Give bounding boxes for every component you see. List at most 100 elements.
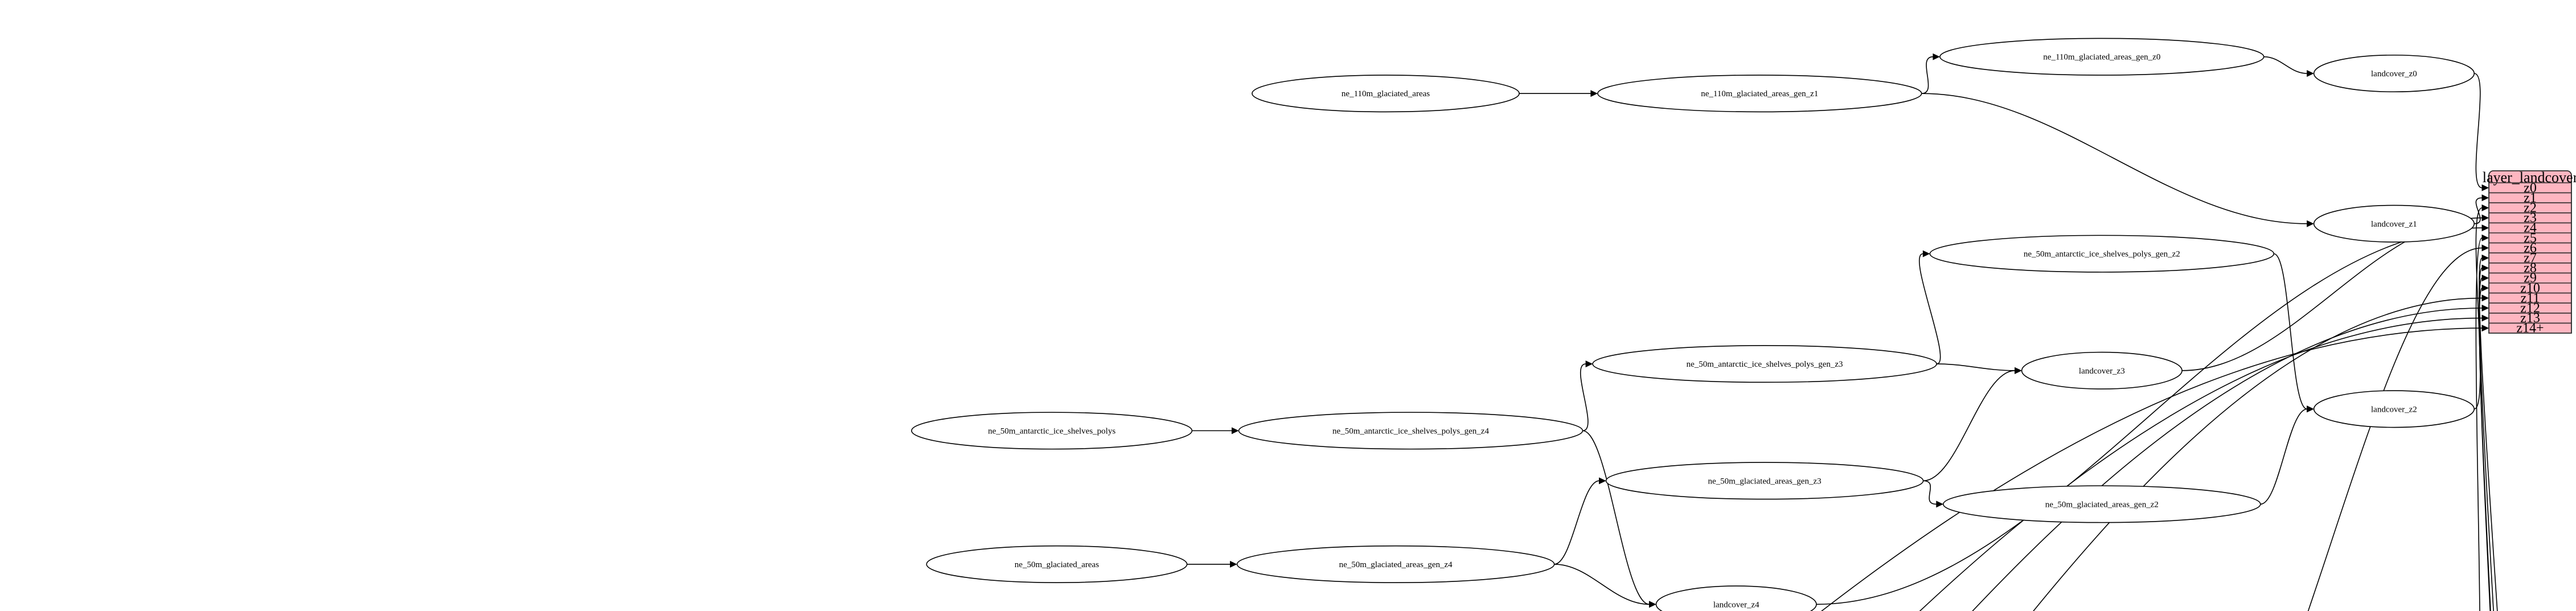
graph-node-ne_50m_glaciated_areas_gen_z2[interactable]: ne_50m_glaciated_areas_gen_z2: [1942, 485, 2261, 523]
node-label: landcover_z1: [2371, 220, 2417, 229]
node-ellipse: [2313, 390, 2475, 428]
graph-edge: [2475, 237, 2483, 611]
arrow-head-icon: [1936, 501, 1943, 508]
node-ellipse: [1597, 75, 1922, 113]
arrow-head-icon: [2481, 255, 2489, 261]
node-label: landcover_z0: [2371, 69, 2417, 79]
graph-edge: [1582, 430, 1650, 605]
graph-edge: [2307, 247, 2483, 611]
graph-node-ne_50m_antarctic_ice_shelves_polys_gen_z4[interactable]: ne_50m_antarctic_ice_shelves_polys_gen_z…: [1238, 412, 1584, 450]
record-row-z4[interactable]: z4: [2524, 221, 2537, 236]
arrow-head-icon: [2481, 184, 2489, 191]
node-label: ne_50m_glaciated_areas_gen_z3: [1708, 477, 1822, 486]
node-label: landcover_z2: [2371, 405, 2417, 414]
arrow-head-icon: [2481, 244, 2489, 252]
graph-edge: [2474, 73, 2483, 188]
record-row-z9[interactable]: z9: [2524, 271, 2537, 286]
graph-edge: [1919, 317, 2483, 611]
node-ellipse: [1929, 235, 2275, 273]
node-ellipse: [2313, 54, 2475, 93]
graph-edge: [2260, 408, 2307, 505]
arrow-head-icon: [2307, 405, 2314, 413]
arrow-head-icon: [2481, 314, 2489, 322]
graph-node-ne_110m_glaciated_areas_gen_z1[interactable]: ne_110m_glaciated_areas_gen_z1: [1597, 75, 1922, 113]
node-label: ne_110m_glaciated_areas_gen_z0: [2043, 53, 2160, 62]
node-label: landcover_z4: [1713, 600, 1759, 609]
node-label: ne_50m_glaciated_areas_gen_z2: [2045, 500, 2159, 509]
graph-node-ne_50m_glaciated_areas[interactable]: ne_50m_glaciated_areas: [926, 545, 1188, 583]
node-ellipse: [2021, 351, 2183, 389]
arrow-head-icon: [1232, 427, 1239, 434]
node-ellipse: [911, 412, 1193, 450]
graph-edge: [1972, 307, 2483, 611]
graph-edge: [1816, 227, 2483, 605]
graph-edge: [2274, 253, 2307, 410]
arrow-head-icon: [2481, 284, 2489, 292]
graph-edge: [1554, 480, 1599, 565]
node-ellipse: [1238, 412, 1584, 450]
graph-node-landcover_z3[interactable]: landcover_z3: [2021, 351, 2183, 389]
record-row-z3[interactable]: z3: [2524, 211, 2537, 225]
record-row-z2[interactable]: z2: [2524, 201, 2537, 216]
graph-node-ne_110m_glaciated_areas_gen_z0[interactable]: ne_110m_glaciated_areas_gen_z0: [1939, 38, 2265, 76]
arrow-head-icon: [2481, 264, 2489, 272]
arrow-head-icon: [2307, 220, 2314, 227]
arrow-head-icon: [2481, 224, 2489, 232]
graph-node-landcover_z0[interactable]: landcover_z0: [2313, 54, 2475, 93]
node-ellipse: [1655, 585, 1817, 611]
record-row-z8[interactable]: z8: [2524, 261, 2537, 276]
arrow-head-icon: [2481, 274, 2489, 282]
record-row-z6[interactable]: z6: [2524, 241, 2537, 256]
arrow-head-icon: [1230, 560, 1237, 568]
node-ellipse: [1939, 38, 2265, 76]
record-row-z5[interactable]: z5: [2524, 231, 2537, 245]
node-label: ne_50m_glaciated_areas: [1015, 560, 1099, 569]
graph-edge: [1554, 564, 1650, 605]
arrow-head-icon: [1648, 601, 1656, 608]
arrow-head-icon: [2481, 214, 2489, 222]
arrow-head-icon: [2481, 325, 2489, 332]
record-row-z14p[interactable]: z14+: [2516, 321, 2544, 336]
graph-node-landcover_z1[interactable]: landcover_z1: [2313, 204, 2475, 243]
node-ellipse: [926, 545, 1188, 583]
arrow-head-icon: [1933, 53, 1941, 60]
graph-edge: [1923, 480, 1937, 505]
nodes-layer: imposm3osm_landcover_polygonsimplify_vw_…: [911, 38, 2475, 611]
graph-node-ne_50m_antarctic_ice_shelves_polys_gen_z3[interactable]: ne_50m_antarctic_ice_shelves_polys_gen_z…: [1592, 345, 1937, 383]
arrow-head-icon: [1922, 250, 1930, 257]
record-row-z7[interactable]: z7: [2524, 251, 2537, 266]
graph-edge: [1821, 327, 2483, 611]
graph-node-ne_50m_glaciated_areas_gen_z3[interactable]: ne_50m_glaciated_areas_gen_z3: [1605, 462, 1924, 500]
node-ellipse: [1252, 75, 1520, 113]
graph-edge: [1580, 363, 1589, 432]
node-label: landcover_z3: [2079, 367, 2125, 376]
node-label: ne_110m_glaciated_areas: [1342, 89, 1430, 99]
graph-node-landcover_z4[interactable]: landcover_z4: [1655, 585, 1817, 611]
graph-edge: [2479, 267, 2494, 611]
arrow-head-icon: [1585, 360, 1593, 368]
node-ellipse: [1605, 462, 1924, 500]
node-label: ne_50m_glaciated_areas_gen_z4: [1339, 560, 1453, 569]
graph-edge: [2474, 197, 2483, 224]
node-label: ne_110m_glaciated_areas_gen_z1: [1701, 89, 1818, 99]
record-row-z0[interactable]: z0: [2524, 181, 2537, 195]
graph-node-ne_50m_antarctic_ice_shelves_polys[interactable]: ne_50m_antarctic_ice_shelves_polys: [911, 412, 1193, 450]
arrow-head-icon: [2481, 194, 2489, 202]
graph-node-ne_50m_antarctic_ice_shelves_polys_gen_z2[interactable]: ne_50m_antarctic_ice_shelves_polys_gen_z…: [1929, 235, 2275, 273]
node-label: ne_50m_antarctic_ice_shelves_polys_gen_z…: [1687, 360, 1843, 369]
arrow-head-icon: [2307, 70, 2314, 77]
graph-node-landcover_z2[interactable]: landcover_z2: [2313, 390, 2475, 428]
graph-node-ne_50m_glaciated_areas_gen_z4[interactable]: ne_50m_glaciated_areas_gen_z4: [1236, 545, 1555, 583]
graph-node-ne_110m_glaciated_areas[interactable]: ne_110m_glaciated_areas: [1252, 75, 1520, 113]
node-ellipse: [1592, 345, 1937, 383]
node-ellipse: [1236, 545, 1555, 583]
arrow-head-icon: [1590, 90, 1598, 97]
graph-edge: [1919, 253, 1941, 364]
node-ellipse: [1942, 485, 2261, 523]
record-node-layer-landcover[interactable]: layer_landcoverz0z1z2z3z4z5z6z7z8z9z10z1…: [2483, 169, 2576, 336]
graph-edge: [2263, 56, 2307, 74]
graph-edge: [2479, 288, 2491, 611]
graph-edge: [1921, 93, 2307, 224]
record-row-z1[interactable]: z1: [2524, 191, 2537, 206]
